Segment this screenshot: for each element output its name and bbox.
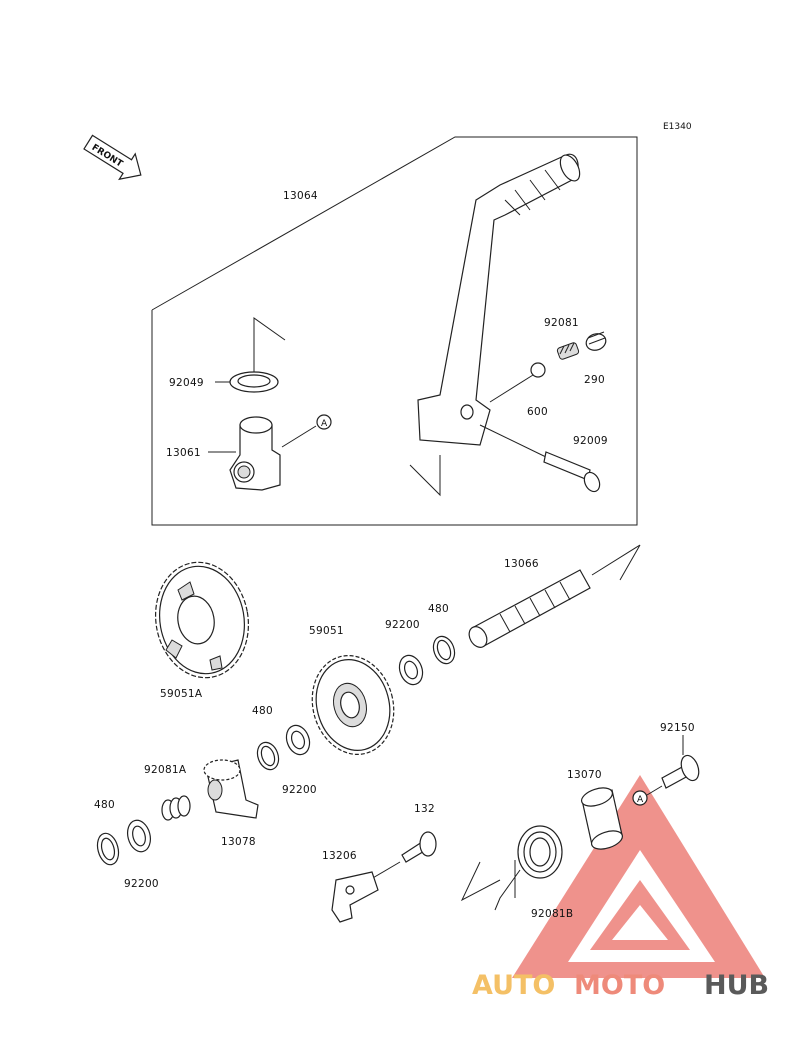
washer-92200-middle <box>285 724 311 756</box>
watermark-auto: AUTO <box>472 970 555 1001</box>
ball-600 <box>530 362 546 378</box>
watermark-logo <box>512 775 765 978</box>
spring-92081a <box>161 795 191 821</box>
seal-92049 <box>229 317 286 393</box>
torsion-spring-92081b <box>460 825 563 911</box>
washer-92200-upper <box>398 654 424 686</box>
collar-13070 <box>580 787 624 850</box>
label-92200-upper: 92200 <box>385 619 420 631</box>
label-92200-middle: 92200 <box>282 784 317 796</box>
circlip-480-lower <box>96 832 120 866</box>
watermark-hub: HUB <box>704 970 769 1001</box>
label-92049: 92049 <box>169 377 204 389</box>
guide-13206 <box>331 871 379 923</box>
watermark-text: AUTO MOTO HUB <box>472 970 769 1001</box>
kick-shaft-13066 <box>468 544 641 648</box>
circlip-480-middle <box>256 741 280 771</box>
label-480-lower: 480 <box>94 799 115 811</box>
gear-59051 <box>311 655 395 755</box>
label-13064: 13064 <box>283 190 318 202</box>
gear-59051a <box>154 561 250 679</box>
label-59051a: 59051A <box>160 688 203 700</box>
label-480-middle: 480 <box>252 705 273 717</box>
label-13066: 13066 <box>504 558 539 570</box>
bolt-92150 <box>661 735 700 789</box>
label-92150: 92150 <box>660 722 695 734</box>
label-132: 132 <box>414 803 435 815</box>
label-92081: 92081 <box>544 317 579 329</box>
label-92009: 92009 <box>573 435 608 447</box>
ratchet-13078 <box>203 759 259 819</box>
callout-a-lower-label: A <box>637 795 644 805</box>
callout-a-top <box>316 414 332 430</box>
callout-a-lower <box>632 790 648 806</box>
washer-92200-lower <box>126 819 152 853</box>
diagram-code: E1340 <box>663 122 692 132</box>
circlip-480-upper <box>432 635 456 665</box>
front-arrow-icon: FRONT <box>83 134 142 181</box>
callout-a-top-label: A <box>321 419 328 429</box>
bolt-92009 <box>479 424 601 493</box>
label-92200-lower: 92200 <box>124 878 159 890</box>
label-13061: 13061 <box>166 447 201 459</box>
label-13206: 13206 <box>322 850 357 862</box>
label-59051: 59051 <box>309 625 344 637</box>
spring-92081 <box>556 342 580 360</box>
watermark-moto: MOTO <box>574 970 665 1001</box>
label-290: 290 <box>584 374 605 386</box>
kick-pedal-assembly-box <box>151 136 638 526</box>
label-480-upper: 480 <box>428 603 449 615</box>
label-600: 600 <box>527 406 548 418</box>
bolt-132 <box>365 831 437 883</box>
label-92081a: 92081A <box>144 764 187 776</box>
label-13070: 13070 <box>567 769 602 781</box>
kick-boss-13061 <box>229 416 317 491</box>
label-92081b: 92081B <box>531 908 573 920</box>
label-13078: 13078 <box>221 836 256 848</box>
kick-pedal-lever <box>409 153 581 497</box>
cap-290 <box>585 331 607 351</box>
